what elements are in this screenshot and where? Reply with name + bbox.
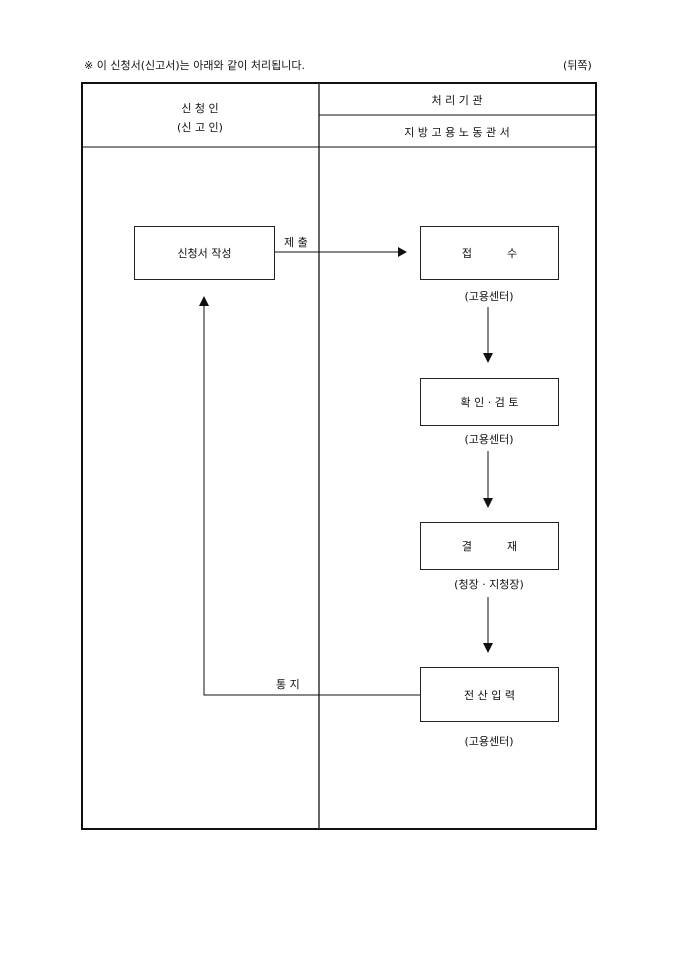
arrowhead-1	[483, 353, 493, 363]
step-receipt-caption: (고용센터)	[464, 290, 514, 303]
step-review-box: 확 인 · 검 토	[420, 378, 559, 426]
applicant-header: 신 청 인	[181, 102, 219, 115]
step-approval-box: 결 재	[420, 522, 559, 570]
write-application-box: 신청서 작성	[134, 226, 275, 280]
outer-frame	[81, 82, 597, 830]
step-review-caption: (고용센터)	[464, 433, 514, 446]
submit-label: 제 출	[284, 236, 308, 249]
arrowhead-3	[483, 643, 493, 653]
back-side-label: (뒤쪽)	[563, 59, 592, 72]
step-data-entry-caption: (고용센터)	[464, 735, 514, 748]
applicant-subheader: (신 고 인)	[177, 121, 223, 134]
submit-arrowhead	[398, 247, 407, 257]
step-receipt-box: 접 수	[420, 226, 559, 280]
agency-header: 처 리 기 관	[431, 94, 483, 107]
arrowhead-2	[483, 498, 493, 508]
notify-arrow-line	[203, 305, 420, 696]
step-data-entry-box: 전 산 입 력	[420, 667, 559, 722]
processing-note: ※ 이 신청서(신고서)는 아래와 같이 처리됩니다.	[84, 59, 305, 72]
agency-subheader: 지 방 고 용 노 동 관 서	[404, 126, 510, 139]
notify-arrowhead	[199, 296, 209, 306]
notify-label: 통 지	[276, 678, 300, 691]
step-approval-caption: (청장 · 지청장)	[454, 578, 524, 591]
